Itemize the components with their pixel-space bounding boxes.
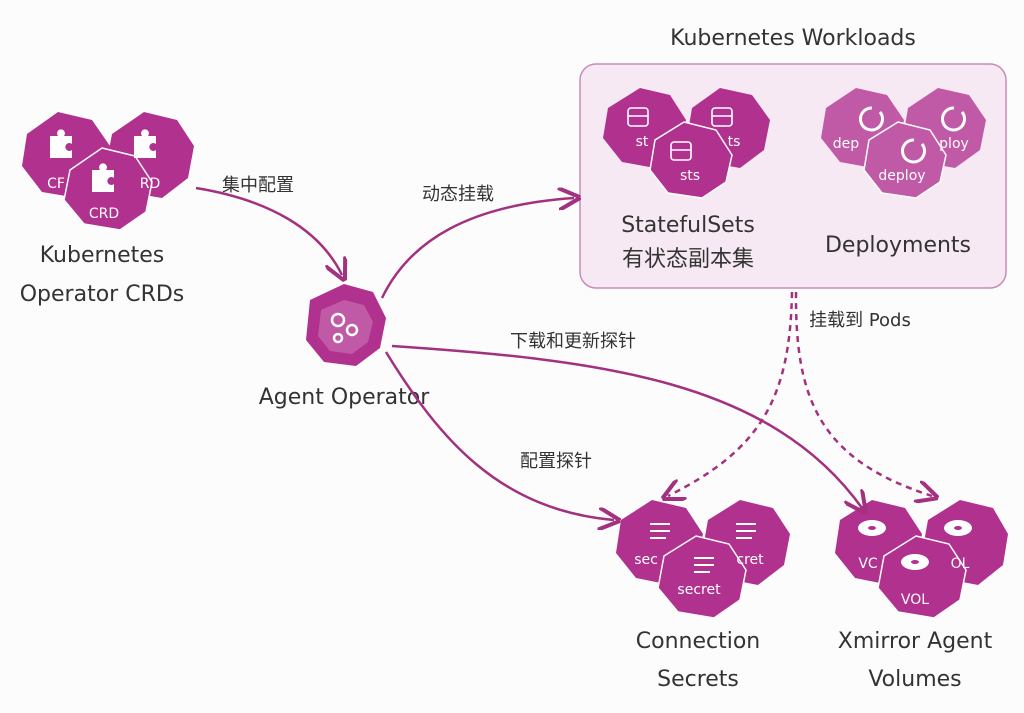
hex-label-crd-right: RD <box>140 176 161 192</box>
hex-label-secret-center: secret <box>677 582 721 598</box>
statefulsets-hex-cluster: st ts sts <box>603 88 770 199</box>
hex-label-deploy-center: deploy <box>878 168 925 184</box>
hex-label-secret-right: cret <box>736 552 764 568</box>
volumes-label-line2: Volumes <box>868 667 961 692</box>
secrets-label-line1: Connection <box>636 629 760 654</box>
puzzle-icon <box>50 129 156 192</box>
edge-label-download-update-probe: 下载和更新探针 <box>510 331 636 352</box>
hex-sts-center <box>649 121 733 199</box>
operator-label: Agent Operator <box>259 385 431 410</box>
edge-label-mount-to-pods: 挂载到 Pods <box>809 310 911 331</box>
edge-workloads-to-secrets <box>668 291 794 496</box>
hex-label-vol-center: VOL <box>901 592 929 608</box>
edge-label-configure-probe: 配置探针 <box>520 451 592 472</box>
hex-label-sts-right: ts <box>728 134 741 150</box>
edge-workloads-to-volumes <box>794 291 932 496</box>
hex-label-vol-right: OL <box>951 556 970 572</box>
edge-operator-to-secrets <box>384 351 614 520</box>
hex-label-crd-left: CF <box>47 176 65 192</box>
hex-vol-center <box>877 535 967 619</box>
hex-label-secret-left: sec <box>634 552 658 568</box>
crds-group: CF RD CRD Kubernetes Operator CRDs <box>20 112 194 307</box>
hex-operator-inner <box>318 300 373 354</box>
edges <box>195 186 932 520</box>
hex-label-sts-center: sts <box>680 168 700 184</box>
edge-crds-to-operator <box>195 186 342 275</box>
refresh-icon <box>859 106 966 164</box>
crds-label-line2: Operator CRDs <box>20 282 185 307</box>
volumes-label-line1: Xmirror Agent <box>838 629 993 654</box>
hex-secret-center <box>657 535 747 619</box>
gears-icon <box>330 312 359 344</box>
lock-document-icon <box>650 523 756 573</box>
operator-group: Agent Operator <box>259 284 431 410</box>
statefulsets-label: StatefulSets <box>621 213 755 238</box>
edge-operator-to-workloads <box>380 198 574 299</box>
edge-label-dynamic-mount: 动态挂载 <box>422 184 494 205</box>
edge-label-centralized-config: 集中配置 <box>222 175 294 196</box>
hex-label-deploy-right: ploy <box>939 136 969 152</box>
hex-label-crd-center: CRD <box>89 206 119 222</box>
secrets-label-line2: Secrets <box>657 667 739 692</box>
deployments-label: Deployments <box>825 233 971 258</box>
hex-label-vol-left: VC <box>858 556 878 572</box>
deployments-hex-cluster: dep ploy deploy <box>821 88 986 199</box>
secrets-group: sec cret secret Connection Secrets <box>616 500 790 692</box>
crds-label-line1: Kubernetes <box>40 243 165 268</box>
hex-label-deploy-left: dep <box>833 136 860 152</box>
statefulsets-label-cn: 有状态副本集 <box>622 247 754 272</box>
volumes-group: VC OL VOL Xmirror Agent Volumes <box>835 500 1008 692</box>
database-icon <box>627 107 733 161</box>
workloads-group: Kubernetes Workloads st ts sts StatefulS… <box>579 26 1007 289</box>
hex-label-sts-left: st <box>636 134 649 150</box>
workloads-title: Kubernetes Workloads <box>670 26 916 51</box>
edge-operator-to-volumes <box>391 344 862 508</box>
